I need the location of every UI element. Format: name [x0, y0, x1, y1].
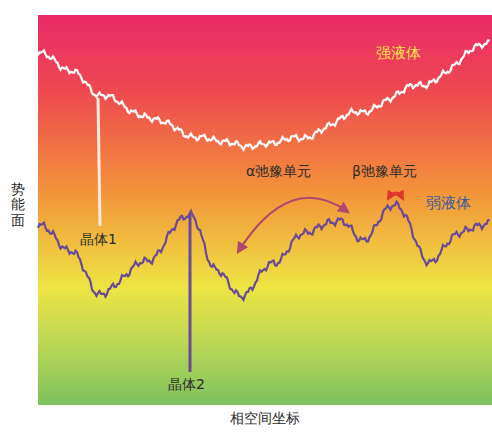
beta-arrow	[388, 193, 403, 200]
crystal1-label: 晶体1	[80, 231, 117, 248]
beta-relaxation-label: β弛豫单元	[352, 163, 417, 180]
crystal1-line	[98, 98, 100, 226]
axis-y-label: 势能面	[11, 182, 25, 228]
weak-liquid-label: 弱液体	[426, 194, 471, 212]
strong-liquid-label: 强液体	[376, 44, 421, 62]
strong-liquid-curve	[38, 40, 490, 150]
axis-x-label: 相空间坐标	[230, 410, 300, 427]
background-gradient	[38, 15, 492, 405]
crystal2-label: 晶体2	[168, 376, 205, 393]
crystal2-line	[189, 214, 192, 372]
alpha-arrow	[238, 198, 348, 252]
alpha-relaxation-label: α弛豫单元	[246, 163, 311, 180]
weak-liquid-curve	[38, 202, 490, 300]
